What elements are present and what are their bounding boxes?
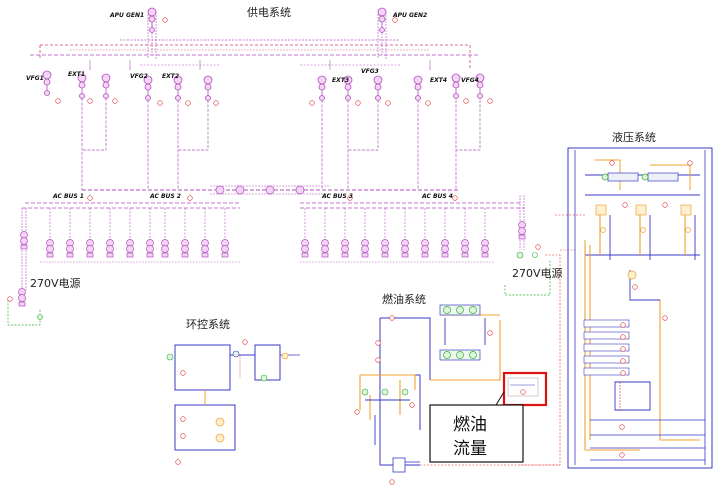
ecs-system (166, 339, 300, 465)
callout-leader-line (495, 391, 505, 406)
fuel-flow-highlight-box (502, 371, 548, 407)
ext2-label: EXT2 (162, 73, 179, 80)
fuel-system-title: 燃油系统 (382, 292, 426, 306)
vfg3-label: VFG3 (361, 68, 379, 75)
ac-bus-3-label: AC BUS 3 (321, 193, 353, 200)
ac-bus-4-label: AC BUS 4 (421, 193, 453, 200)
ecs-system-title: 环控系统 (186, 317, 230, 331)
vfg1-label: VFG1 (26, 75, 44, 82)
vfg4-label: VFG4 (461, 77, 479, 84)
ac-bus-1-label: AC BUS 1 (52, 193, 84, 200)
apu-gen2-label: APU GEN2 (392, 12, 427, 19)
fuel-flow-callout (429, 404, 524, 463)
callout-line-1: 燃油 (453, 415, 487, 435)
hydraulic-system (567, 147, 713, 469)
hydraulic-system-title: 液压系统 (612, 130, 656, 144)
apu-gen1-label: APU GEN1 (109, 12, 144, 19)
power-system (7, 7, 585, 466)
callout-line-2: 流量 (453, 439, 487, 459)
ext3-label: EXT3 (332, 77, 349, 84)
vfg2-label: VFG2 (130, 73, 148, 80)
dc-270v-left-label: 270V电源 (30, 276, 81, 290)
ext4-label: EXT4 (430, 77, 447, 84)
dc-270v-right-label: 270V电源 (512, 266, 563, 280)
power-system-title: 供电系统 (247, 5, 291, 19)
ac-bus-2-label: AC BUS 2 (149, 193, 181, 200)
ext1-label: EXT1 (68, 71, 85, 78)
fuel-system (354, 304, 560, 485)
